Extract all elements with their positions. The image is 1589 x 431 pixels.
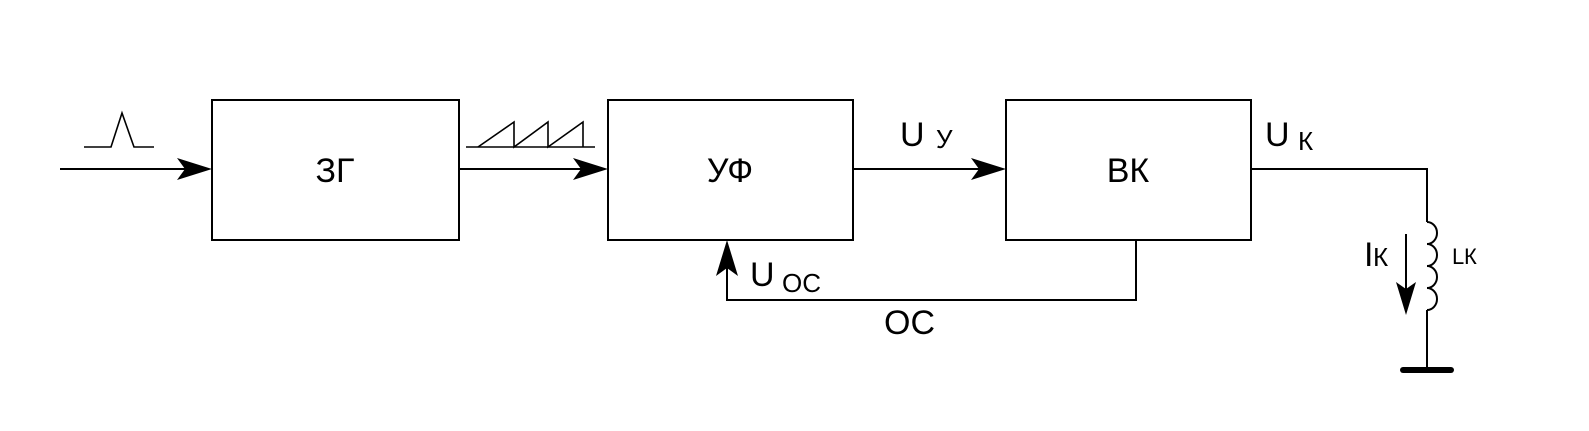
block-zg: ЗГ — [211, 99, 460, 241]
input-arrow — [60, 158, 212, 180]
feedback-loop — [716, 240, 1137, 301]
current-arrow — [1396, 234, 1416, 315]
signal-u-k: U К — [1265, 116, 1313, 156]
label-i-k-main: I — [1364, 236, 1373, 274]
label-i-k-sub: К — [1373, 242, 1388, 272]
signal-u-os-sub: ОС — [782, 268, 821, 298]
signal-u-os-main: U — [750, 256, 775, 294]
signal-u-y: U У — [900, 116, 953, 154]
block-vk-label: ВК — [1107, 152, 1150, 190]
signal-u-y-sub: У — [936, 124, 953, 154]
input-pulse-icon — [84, 110, 154, 148]
signal-u-os: U ОС — [750, 256, 821, 298]
signal-u-k-sub: К — [1298, 126, 1313, 156]
signal-u-y-main: U — [900, 116, 925, 154]
block-uf-label: УФ — [707, 152, 753, 190]
inductor-coil-icon — [1426, 221, 1438, 368]
sawtooth-icon — [466, 120, 595, 149]
block-vk: ВК — [1005, 99, 1252, 241]
signal-u-k-main: U — [1265, 116, 1290, 154]
block-zg-label: ЗГ — [316, 152, 355, 190]
label-l-k-sub: К — [1464, 244, 1477, 269]
label-l-k: L К — [1452, 244, 1477, 269]
arrow-uf-to-vk — [853, 158, 1006, 180]
block-uf: УФ — [607, 99, 854, 241]
label-i-k: I К — [1364, 236, 1388, 274]
output-line — [1251, 168, 1428, 222]
feedback-label: ОС — [884, 304, 935, 342]
label-l-k-main: L — [1452, 244, 1464, 269]
arrow-zg-to-uf — [459, 158, 608, 180]
